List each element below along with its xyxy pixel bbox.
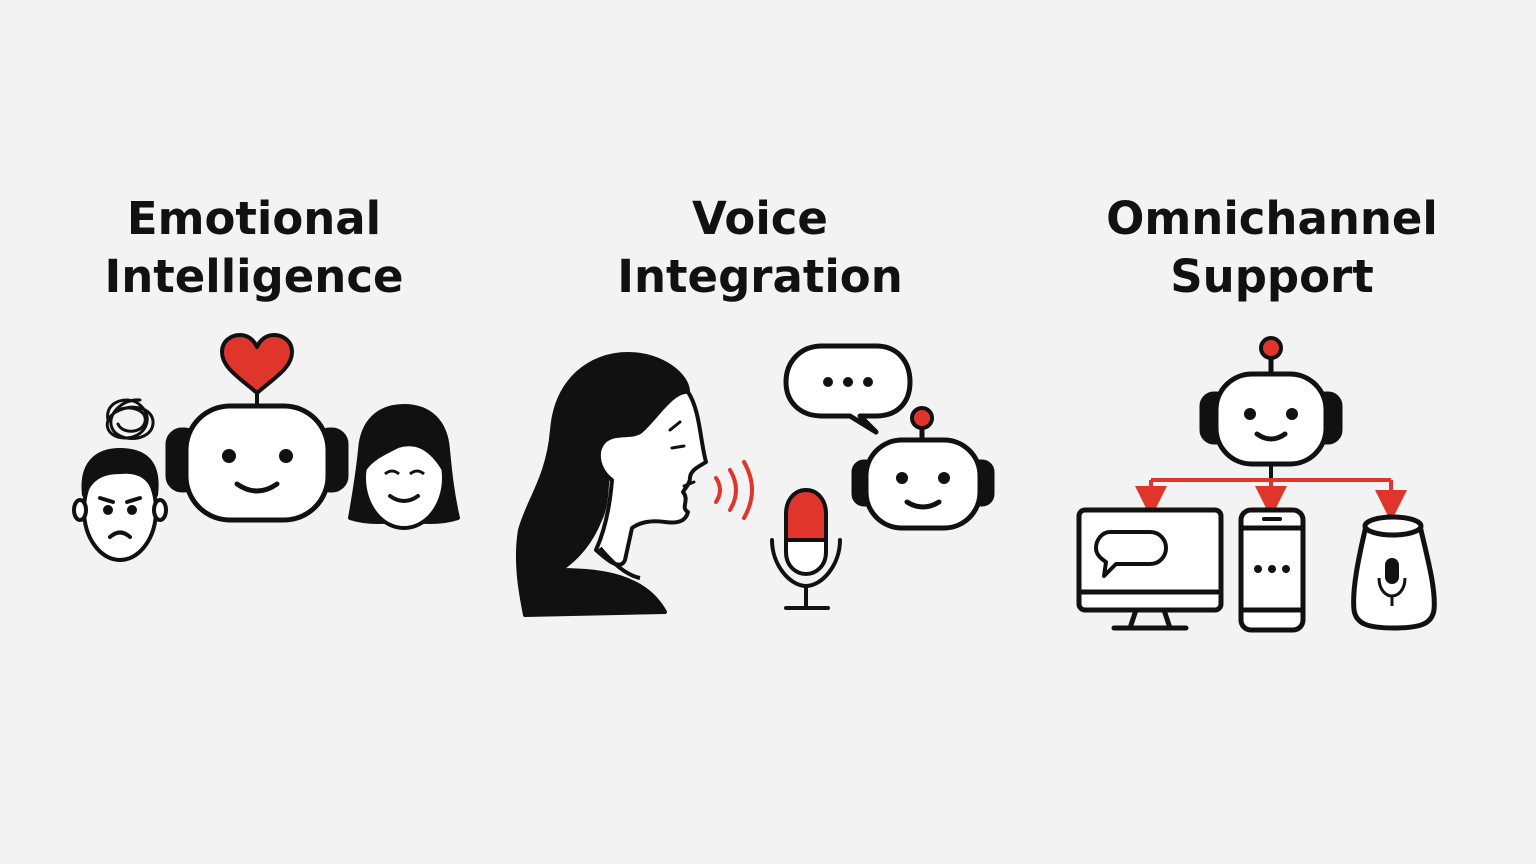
typing-speech-bubble-icon (783, 343, 913, 435)
empathetic-robot-icon (165, 403, 349, 523)
smiling-girl-icon (348, 404, 460, 530)
microphone-icon (770, 487, 842, 610)
smart-speaker-icon (1351, 514, 1437, 631)
emotional-intelligence-illustration (72, 333, 460, 562)
stress-scribble-icon (106, 398, 155, 440)
speaking-woman-icon (515, 352, 708, 617)
desktop-monitor-icon (1076, 507, 1224, 631)
feature-title-emotional-intelligence: Emotional Intelligence (104, 192, 404, 303)
heart-icon (220, 333, 294, 408)
voice-assistant-robot-icon (851, 406, 995, 531)
frowning-boy-icon (72, 448, 168, 562)
feature-title-voice-integration: Voice Integration (617, 192, 903, 303)
central-robot-icon (1199, 336, 1343, 467)
voice-integration-illustration (515, 343, 995, 617)
smartphone-icon (1238, 507, 1306, 633)
sound-waves-icon (714, 460, 754, 520)
distribution-arrows (1135, 464, 1407, 522)
omnichannel-support-illustration (1076, 336, 1437, 633)
feature-title-omnichannel-support: Omnichannel Support (1106, 192, 1438, 303)
